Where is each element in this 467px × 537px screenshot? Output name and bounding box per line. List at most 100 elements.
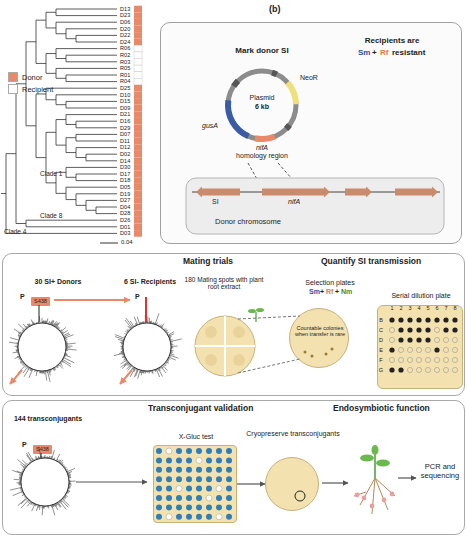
plasmid-size: 6 kb bbox=[255, 103, 269, 111]
dilution-spot bbox=[416, 317, 421, 322]
status-cell bbox=[134, 158, 142, 165]
plate-heading: Serial dilution plate bbox=[374, 292, 467, 300]
leaf-label: D04 bbox=[120, 204, 130, 211]
xgluc-spot bbox=[196, 514, 202, 520]
insertion-line bbox=[248, 163, 262, 188]
leaf-label: D21 bbox=[120, 111, 130, 118]
dilution-spot bbox=[443, 317, 448, 322]
dilution-spot bbox=[452, 317, 457, 322]
xgluc-spot bbox=[166, 467, 172, 473]
xgluc-spot bbox=[156, 476, 162, 482]
legend-swatch bbox=[8, 84, 18, 94]
phylogenetic-tree bbox=[1, 9, 117, 233]
row-letter: B bbox=[379, 317, 383, 323]
status-cell bbox=[134, 65, 142, 72]
gene-arrow bbox=[395, 187, 438, 198]
dilution-spot bbox=[389, 327, 394, 332]
leaf-label: D10 bbox=[120, 92, 130, 99]
leader-line bbox=[238, 316, 300, 319]
xgluc-spot bbox=[226, 486, 232, 492]
transfer-arrow bbox=[10, 370, 22, 384]
strain-count: 6 SI- Recipients bbox=[124, 278, 176, 286]
xgluc-spot bbox=[166, 448, 172, 454]
row-letter: E bbox=[379, 347, 383, 353]
dilution-spot bbox=[398, 347, 403, 352]
gene-arrow bbox=[196, 187, 240, 198]
status-cell bbox=[134, 184, 142, 191]
legend-item: Donor bbox=[8, 72, 42, 82]
dilution-spot bbox=[389, 367, 394, 372]
column-number: 1 bbox=[390, 305, 393, 311]
dilution-spot bbox=[407, 317, 412, 322]
panel-heading: Mating trials bbox=[183, 257, 233, 267]
dilution-spot bbox=[425, 337, 430, 342]
plate-note: 180 Mating spots with plant root extract bbox=[184, 276, 264, 291]
gene-label: SI bbox=[212, 198, 219, 206]
xgluc-spot bbox=[196, 476, 202, 482]
plant-sprout bbox=[248, 308, 264, 322]
dilution-spot bbox=[398, 317, 403, 322]
xgluc-spot bbox=[156, 448, 162, 454]
picked-colony bbox=[295, 491, 305, 501]
leaf-label: D01 bbox=[120, 224, 130, 231]
leaf-label: D02 bbox=[120, 151, 130, 158]
note-text: + bbox=[320, 288, 324, 296]
gene-arrow bbox=[262, 187, 330, 198]
xgluc-spot bbox=[226, 448, 232, 454]
step-heading: Cryopreserve transconjugants bbox=[244, 430, 342, 438]
clade-label: Clade 4 bbox=[4, 228, 26, 235]
xgluc-spot bbox=[156, 514, 162, 520]
xgluc-spot bbox=[226, 476, 232, 482]
antibiotic-name: Nm bbox=[341, 288, 352, 296]
leaf-label: D18 bbox=[120, 177, 130, 184]
dilution-spot bbox=[425, 357, 430, 362]
step-heading: X-Gluc test bbox=[148, 433, 244, 441]
panel-box: Mating trialsQuantify SI transmissionS43… bbox=[2, 253, 465, 396]
status-cell bbox=[134, 45, 142, 52]
gene-label: homology region bbox=[236, 152, 288, 160]
colony-dot bbox=[331, 348, 334, 351]
column-number: 7 bbox=[444, 305, 447, 311]
xgluc-spot bbox=[206, 457, 212, 463]
row-letter: G bbox=[379, 367, 383, 373]
step-heading: Mark donor SI bbox=[235, 46, 288, 55]
dilution-spot bbox=[425, 367, 430, 372]
xgluc-spot bbox=[216, 495, 222, 501]
antibiotic-name: Sm bbox=[358, 48, 370, 57]
leaf-label: D23 bbox=[120, 12, 130, 19]
dilution-spot bbox=[416, 357, 421, 362]
dilution-spot bbox=[389, 317, 394, 322]
dilution-spot bbox=[452, 357, 457, 362]
xgluc-spot bbox=[166, 486, 172, 492]
xgluc-spot bbox=[206, 486, 212, 492]
panel-heading: Transconjugant validation bbox=[148, 404, 253, 414]
xgluc-spot bbox=[206, 448, 212, 454]
xgluc-spot bbox=[166, 504, 172, 510]
clade-label: Clade 8 bbox=[40, 212, 62, 219]
antibiotic-name: Sm bbox=[309, 288, 320, 296]
step-arrow bbox=[398, 477, 416, 478]
leaf-label: D25 bbox=[120, 85, 130, 92]
leaf-label: D19 bbox=[120, 191, 130, 198]
status-cell bbox=[134, 19, 142, 26]
dilution-spot bbox=[407, 337, 412, 342]
status-cell bbox=[134, 131, 142, 138]
leaf-label: D27 bbox=[120, 197, 130, 204]
status-cell bbox=[134, 111, 142, 118]
xgluc-spot bbox=[186, 476, 192, 482]
xgluc-spot bbox=[196, 486, 202, 492]
plasmid-map bbox=[225, 70, 299, 142]
status-cell bbox=[134, 177, 142, 184]
xgluc-spot bbox=[226, 514, 232, 520]
xgluc-grid: X-Gluc test bbox=[153, 445, 237, 523]
dilution-spot bbox=[416, 347, 421, 352]
status-cell bbox=[134, 204, 142, 211]
dilution-spot bbox=[452, 367, 457, 372]
xgluc-spot bbox=[196, 467, 202, 473]
genome-circle bbox=[10, 447, 76, 516]
status-cell bbox=[134, 39, 142, 46]
leaf-label: D16 bbox=[120, 118, 130, 125]
panel-heading: Endosymbiotic function bbox=[333, 404, 430, 414]
leaf-label: D24 bbox=[120, 39, 130, 46]
scale-value: 0.04 bbox=[121, 239, 133, 246]
